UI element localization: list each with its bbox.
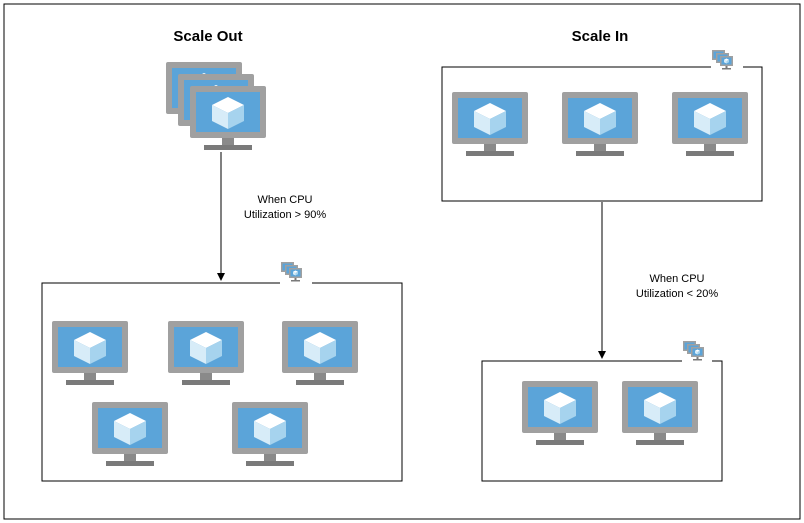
vm-icon (190, 86, 266, 150)
scale-out-condition: When CPU Utilization > 90% (220, 193, 350, 223)
vm-scale-set-icon (281, 262, 302, 282)
scale-set-boundary (441, 66, 763, 202)
vm-scale-set-icon (683, 341, 704, 361)
scale-in-condition: When CPU Utilization < 20% (612, 272, 742, 302)
vm-icon (562, 92, 638, 156)
scale-out-vm-scale-set (41, 262, 403, 482)
condition-line-2: Utilization > 90% (243, 209, 327, 221)
vm-icon (92, 402, 168, 466)
outer-frame (3, 3, 801, 520)
scale-set-boundary (481, 360, 723, 482)
scale-set-boundary (41, 282, 403, 482)
vm-scale-set-icon (712, 50, 733, 70)
condition-line-1: When CPU (257, 194, 313, 206)
vm-icon (282, 321, 358, 385)
vm-icon (232, 402, 308, 466)
scale-in-result-vm-scale-set (481, 341, 723, 482)
scale-in-title: Scale In (571, 28, 629, 45)
scale-out-source-vm-stack (166, 62, 266, 150)
scale-out-title: Scale Out (173, 28, 243, 45)
vm-icon (52, 321, 128, 385)
vm-icon (452, 92, 528, 156)
scale-in-vm-scale-set (441, 50, 763, 202)
vm-icon (522, 381, 598, 445)
condition-line-2: Utilization < 20% (635, 288, 719, 300)
vm-icon (672, 92, 748, 156)
condition-line-1: When CPU (649, 273, 705, 285)
vm-icon (168, 321, 244, 385)
vm-icon (622, 381, 698, 445)
